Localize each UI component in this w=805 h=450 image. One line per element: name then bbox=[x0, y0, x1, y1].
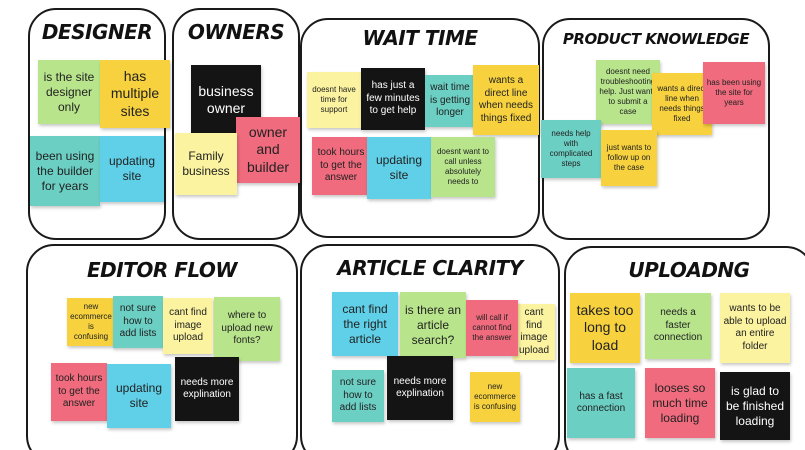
sticky-note[interactable]: cant find image upload bbox=[513, 304, 555, 360]
sticky-note[interactable]: needs more explination bbox=[175, 357, 239, 421]
sticky-note[interactable]: has been using the site for years bbox=[703, 62, 765, 124]
sticky-note[interactable]: wants a direct line when needs things fi… bbox=[473, 65, 539, 135]
sticky-note[interactable]: takes too long to load bbox=[570, 293, 640, 363]
sticky-note[interactable]: updating site bbox=[367, 137, 431, 199]
sticky-note[interactable]: has multiple sites bbox=[100, 60, 170, 128]
sticky-note[interactable]: has a fast connection bbox=[567, 368, 635, 438]
sticky-note[interactable]: wait time is getting longer bbox=[425, 75, 475, 127]
sticky-note[interactable]: Family business bbox=[175, 133, 237, 195]
cluster-title-wait-time: WAIT TIME bbox=[362, 26, 478, 50]
sticky-note[interactable]: doesnt have time for support bbox=[307, 72, 361, 128]
cluster-title-uploading: UPLOADNG bbox=[628, 258, 750, 282]
sticky-note[interactable]: looses so much time loading bbox=[645, 368, 715, 438]
sticky-note[interactable]: took hours to get the answer bbox=[312, 137, 370, 195]
cluster-title-article-clarity: ARTICLE CLARITY bbox=[337, 256, 523, 280]
sticky-note[interactable]: doesnt want to call unless absolutely ne… bbox=[431, 137, 495, 197]
sticky-note[interactable]: updating site bbox=[100, 136, 164, 202]
sticky-note[interactable]: needs help with complicated steps bbox=[541, 120, 601, 178]
sticky-note[interactable]: doesnt need troubleshooting help. Just w… bbox=[596, 60, 660, 124]
sticky-note[interactable]: where to upload new fonts? bbox=[214, 297, 280, 361]
sticky-note[interactable]: needs more explination bbox=[387, 356, 453, 420]
cluster-title-editor-flow: EDITOR FLOW bbox=[87, 258, 237, 282]
sticky-note[interactable]: updating site bbox=[107, 364, 171, 428]
sticky-note[interactable]: wants a direct line when needs things fi… bbox=[652, 73, 712, 135]
sticky-note[interactable]: needs a faster connection bbox=[645, 293, 711, 359]
sticky-note[interactable]: will call if cannot find the answer bbox=[466, 300, 518, 356]
sticky-note[interactable]: is glad to be finished loading bbox=[720, 372, 790, 440]
sticky-note[interactable]: cant find image upload bbox=[163, 298, 213, 354]
sticky-note[interactable]: wants to be able to upload an entire fol… bbox=[720, 293, 790, 363]
sticky-note[interactable]: owner and builder bbox=[236, 117, 300, 183]
sticky-note[interactable]: not sure how to add lists bbox=[113, 296, 163, 348]
sticky-note[interactable]: took hours to get the answer bbox=[51, 363, 107, 421]
sticky-note[interactable]: has just a few minutes to get help bbox=[361, 68, 425, 130]
sticky-note[interactable]: not sure how to add lists bbox=[332, 370, 384, 422]
sticky-note[interactable]: just wants to follow up on the case bbox=[601, 130, 657, 186]
sticky-note[interactable]: is the site designer only bbox=[38, 60, 100, 124]
sticky-note[interactable]: is there an article search? bbox=[400, 292, 466, 358]
sticky-note[interactable]: been using the builder for years bbox=[30, 136, 100, 206]
cluster-title-product-knowledge: PRODUCT KNOWLEDGE bbox=[562, 30, 750, 48]
sticky-note[interactable]: new ecommerce is confusing bbox=[67, 298, 115, 346]
sticky-note[interactable]: cant find the right article bbox=[332, 292, 398, 356]
cluster-title-designer: DESIGNER bbox=[41, 20, 153, 44]
cluster-title-owners: OWNERS bbox=[187, 20, 285, 44]
sticky-note[interactable]: new ecommerce is confusing bbox=[470, 372, 520, 422]
